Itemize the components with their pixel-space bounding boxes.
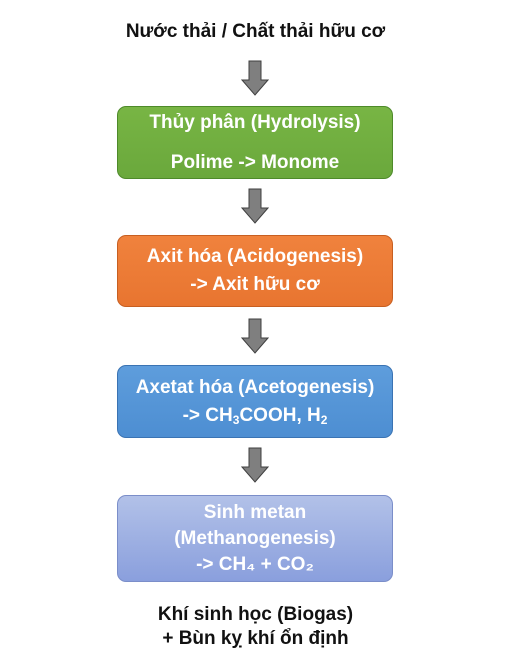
stage-acidogenesis-detail: -> Axit hữu cơ (190, 274, 320, 295)
down-arrow-icon (241, 188, 269, 224)
stage-hydrolysis-title: Thủy phân (Hydrolysis) (149, 111, 361, 133)
stage-acetogenesis-detail: -> CH3COOH, H2 (182, 404, 328, 427)
stage-hydrolysis: Thủy phân (Hydrolysis) Polime -> Monome (117, 106, 393, 179)
stage-methanogenesis-detail: -> CH₄ + CO₂ (196, 553, 314, 575)
stage-methanogenesis-title-line2: (Methanogenesis) (174, 527, 336, 549)
stage-acetogenesis: Axetat hóa (Acetogenesis) -> CH3COOH, H2 (117, 365, 393, 438)
stage-acetogenesis-title: Axetat hóa (Acetogenesis) (135, 376, 375, 398)
stage-methanogenesis: Sinh metan (Methanogenesis) -> CH₄ + CO₂ (117, 495, 393, 582)
down-arrow-icon (241, 447, 269, 483)
down-arrow-icon (241, 60, 269, 96)
down-arrow-icon (241, 318, 269, 354)
stage-acidogenesis: Axit hóa (Acidogenesis) -> Axit hữu cơ (117, 235, 393, 307)
output-label-line1: Khí sinh học (Biogas) (157, 604, 354, 625)
stage-acidogenesis-title: Axit hóa (Acidogenesis) (146, 246, 364, 267)
output-label: Khí sinh học (Biogas) + Bùn kỵ khí ổn đị… (0, 603, 511, 651)
stage-hydrolysis-detail: Polime -> Monome (170, 151, 340, 173)
output-label-line2: + Bùn kỵ khí ổn định (162, 628, 349, 649)
input-label: Nước thải / Chất thải hữu cơ (125, 21, 386, 42)
stage-methanogenesis-title-line1: Sinh metan (203, 501, 307, 523)
